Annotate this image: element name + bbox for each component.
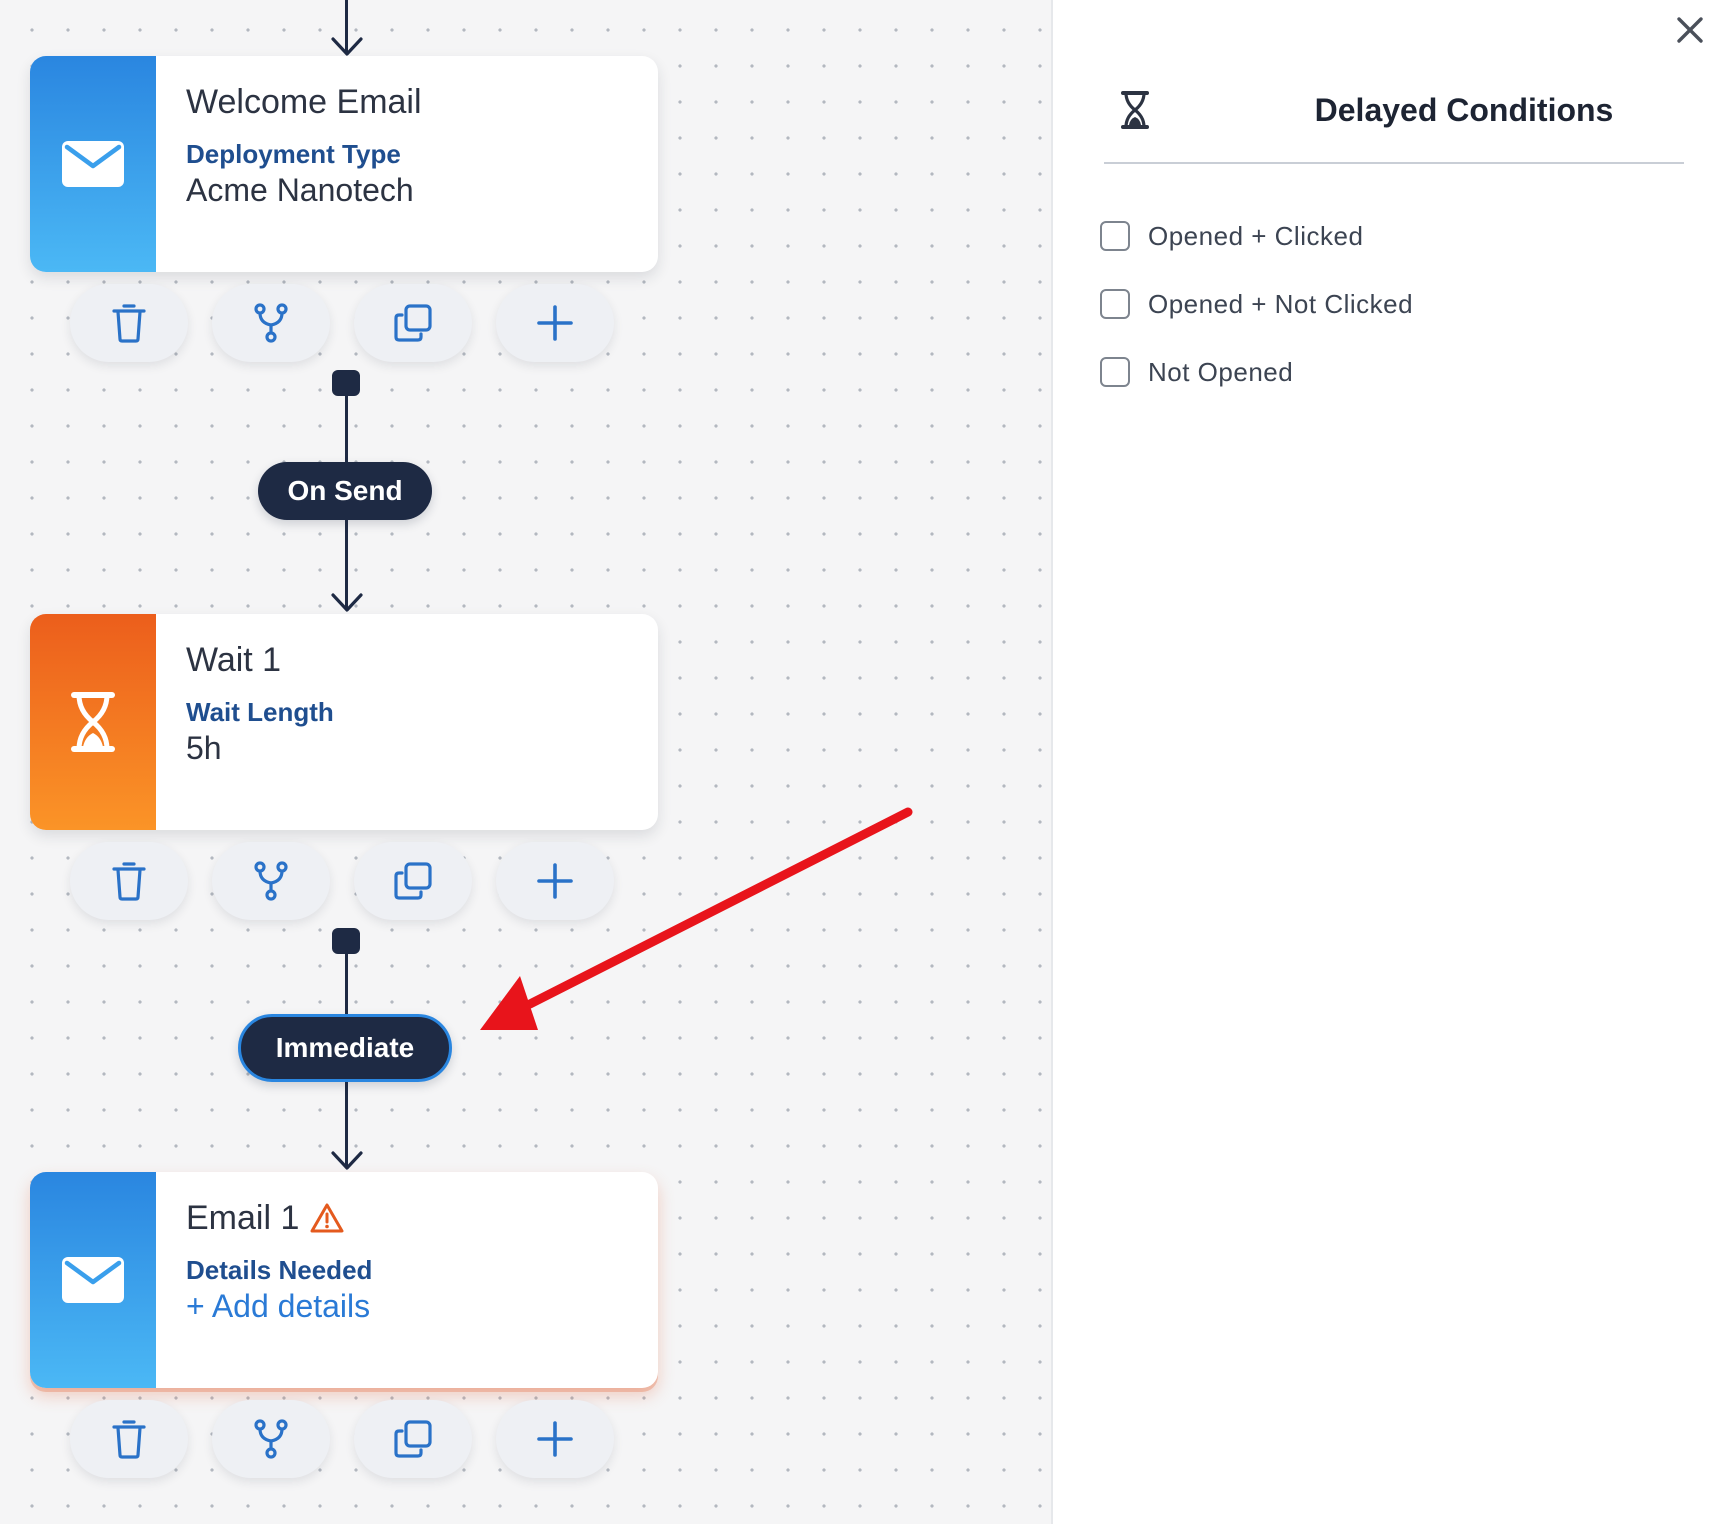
add-icon (537, 1421, 573, 1457)
node-field-label: Wait Length (186, 697, 334, 727)
add-step-button[interactable] (496, 842, 614, 920)
node-title: Welcome Email (186, 83, 422, 121)
node-actions (70, 842, 614, 920)
annotation-arrow-icon (480, 807, 913, 1030)
duplicate-icon (394, 304, 432, 342)
arrowhead-icon (331, 1151, 363, 1170)
delete-button[interactable] (70, 1400, 188, 1478)
node-title: Wait 1 (186, 641, 282, 679)
condition-option[interactable]: Not Opened (1100, 338, 1413, 406)
connector-line (345, 0, 348, 52)
trash-icon (112, 1420, 146, 1459)
branch-button[interactable] (212, 284, 330, 362)
panel-title: Delayed Conditions (1314, 92, 1614, 128)
add-details-link[interactable]: + Add details (186, 1288, 371, 1324)
duplicate-button[interactable] (354, 842, 472, 920)
node-field-label: Details Needed (186, 1255, 373, 1285)
branch-icon (254, 861, 288, 901)
envelope-icon (62, 1257, 124, 1303)
trash-icon (112, 304, 146, 343)
condition-label: Not Opened (1148, 356, 1294, 387)
warning-icon (310, 1203, 344, 1233)
add-icon (537, 863, 573, 899)
duplicate-button[interactable] (354, 284, 472, 362)
workflow-node-welcome-email[interactable]: Welcome Email Deployment Type Acme Nanot… (30, 56, 658, 272)
condition-checkbox[interactable] (1100, 357, 1130, 387)
connector-label-on-send[interactable]: On Send (258, 462, 432, 520)
add-icon (537, 305, 573, 341)
delete-button[interactable] (70, 842, 188, 920)
branch-button[interactable] (212, 1400, 330, 1478)
trash-icon (112, 862, 146, 901)
duplicate-button[interactable] (354, 1400, 472, 1478)
condition-checkbox[interactable] (1100, 221, 1130, 251)
condition-option[interactable]: Opened + Clicked (1100, 202, 1413, 270)
workflow-node-email-1[interactable]: Email 1 Details Needed + Add details (30, 1172, 658, 1388)
branch-icon (254, 1419, 288, 1459)
node-title: Email 1 (186, 1199, 300, 1237)
node-actions (70, 284, 614, 362)
envelope-icon (62, 141, 124, 187)
side-panel (1053, 0, 1724, 1524)
condition-option[interactable]: Opened + Not Clicked (1100, 270, 1413, 338)
close-icon (1677, 17, 1703, 43)
node-field-label: Deployment Type (186, 139, 401, 169)
condition-checkbox[interactable] (1100, 289, 1130, 319)
delete-button[interactable] (70, 284, 188, 362)
hourglass-icon (1121, 91, 1149, 129)
condition-label: Opened + Not Clicked (1148, 288, 1414, 319)
node-icon-strip (30, 1172, 156, 1388)
close-panel-button[interactable] (1672, 12, 1708, 48)
add-step-button[interactable] (496, 284, 614, 362)
hourglass-icon (71, 692, 115, 752)
workflow-node-wait[interactable]: Wait 1 Wait Length 5h (30, 614, 658, 830)
connector-label-immediate[interactable]: Immediate (238, 1014, 452, 1082)
condition-list: Opened + Clicked Opened + Not Clicked No… (1100, 202, 1413, 406)
add-step-button[interactable] (496, 1400, 614, 1478)
duplicate-icon (394, 862, 432, 900)
condition-label: Opened + Clicked (1148, 220, 1364, 251)
node-icon-strip (30, 614, 156, 830)
branch-button[interactable] (212, 842, 330, 920)
arrowhead-icon (331, 593, 363, 612)
node-icon-strip (30, 56, 156, 272)
node-field-value: Acme Nanotech (186, 172, 414, 208)
duplicate-icon (394, 1420, 432, 1458)
panel-header: Delayed Conditions (1104, 78, 1684, 164)
node-field-value: 5h (186, 730, 222, 766)
branch-icon (254, 303, 288, 343)
node-title-row: Email 1 (186, 1198, 638, 1238)
node-actions (70, 1400, 614, 1478)
arrowhead-icon (331, 37, 363, 56)
workflow-canvas[interactable]: Welcome Email Deployment Type Acme Nanot… (0, 0, 1053, 1524)
